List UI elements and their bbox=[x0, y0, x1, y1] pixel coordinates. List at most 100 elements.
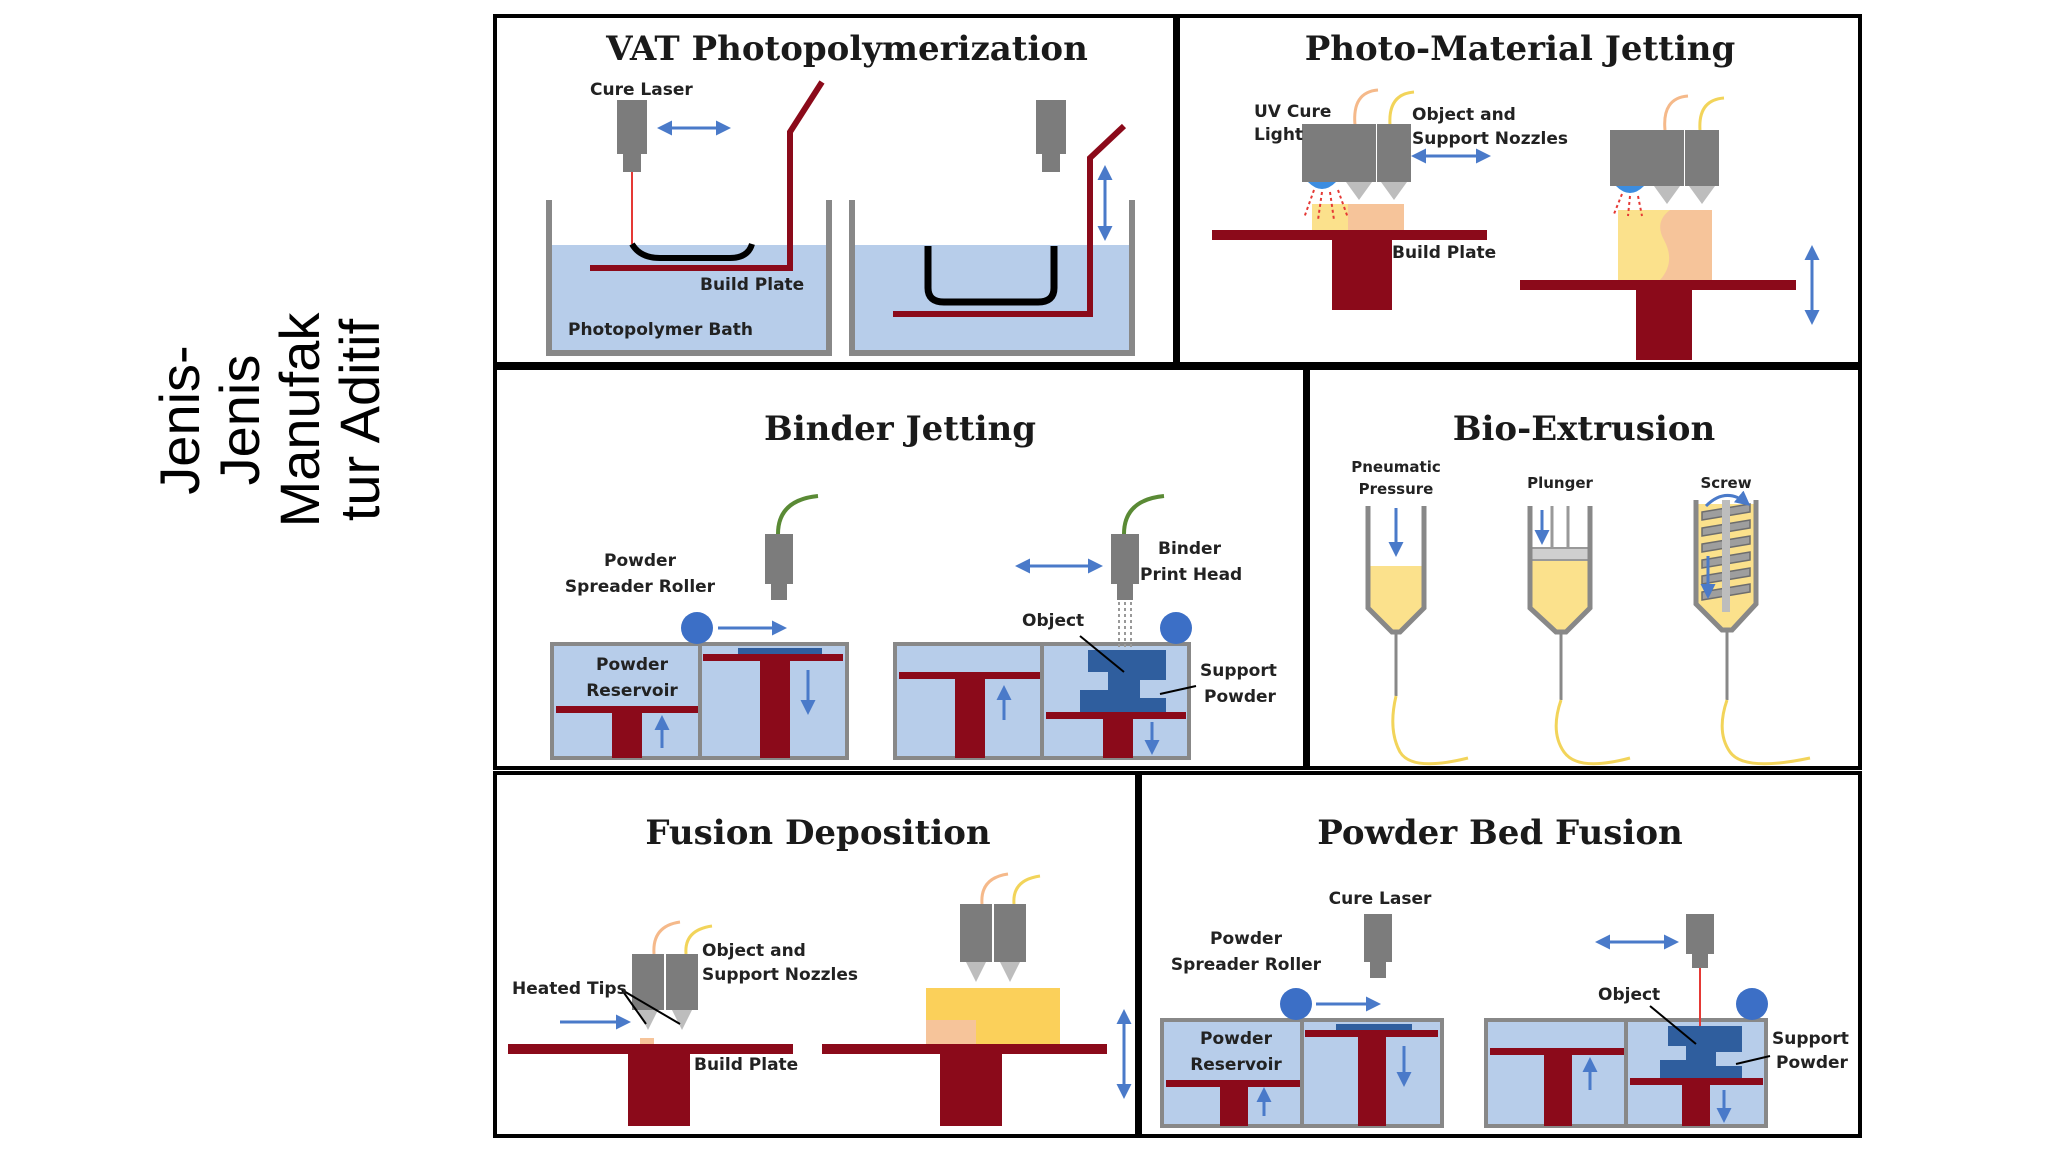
fusion-title: Fusion Deposition bbox=[645, 813, 990, 853]
jetting-nozzle-left-1 bbox=[1342, 124, 1376, 182]
jetting-obj-label-1: Object and bbox=[1412, 105, 1516, 125]
pbf-object-right bbox=[1660, 1026, 1742, 1078]
binder-object-pointer bbox=[1079, 635, 1125, 673]
panel-pbf: Powder Bed Fusion Cure Laser Powder Spre… bbox=[1160, 813, 1849, 1128]
jetting-cable-right-1 bbox=[1663, 94, 1689, 131]
binder-head-right bbox=[1111, 534, 1139, 584]
jetting-nozzle-tip-left-2 bbox=[1381, 182, 1407, 200]
bio-title: Bio-Extrusion bbox=[1453, 409, 1715, 449]
bio-screw-strand bbox=[1720, 699, 1811, 766]
pbf-laser-right bbox=[1686, 914, 1714, 954]
binder-head-label-2: Print Head bbox=[1140, 565, 1242, 585]
jetting-title: Photo-Material Jetting bbox=[1305, 29, 1736, 69]
binder-roller-left bbox=[681, 612, 713, 644]
pbf-res-plate-left bbox=[1166, 1080, 1300, 1087]
jetting-plate-right bbox=[1520, 280, 1796, 290]
jetting-nozzle-tip-right-1 bbox=[1654, 186, 1680, 204]
vat-bath-label: Photopolymer Bath bbox=[568, 320, 753, 340]
binder-res-plate-right bbox=[899, 672, 1040, 679]
vat-title: VAT Photopolymerization bbox=[605, 29, 1088, 69]
binder-cable-left bbox=[776, 494, 819, 535]
binder-object-label: Object bbox=[1022, 611, 1084, 631]
fusion-cable-left-2 bbox=[684, 924, 713, 955]
pbf-build-column-left bbox=[1358, 1037, 1386, 1126]
binder-spreader-label-1: Powder bbox=[604, 551, 677, 571]
binder-build-column-right bbox=[1103, 719, 1133, 758]
fusion-column-right bbox=[940, 1054, 1002, 1126]
pbf-res-column-right bbox=[1544, 1055, 1572, 1126]
fusion-cable-right-1 bbox=[980, 872, 1009, 905]
jetting-build-plate-label: Build Plate bbox=[1392, 243, 1496, 263]
binder-jet-drops bbox=[1118, 602, 1132, 648]
vat-container-left bbox=[546, 200, 832, 356]
jetting-uv-lamp-right bbox=[1616, 186, 1644, 193]
binder-title: Binder Jetting bbox=[764, 409, 1036, 449]
pbf-res-label-1: Powder bbox=[1200, 1029, 1273, 1049]
pbf-res-label-2: Reservoir bbox=[1190, 1055, 1282, 1075]
fusion-tip-right-2 bbox=[1000, 962, 1020, 982]
fusion-tip-left-2 bbox=[672, 1010, 692, 1030]
jetting-uv-label-1: UV Cure bbox=[1254, 102, 1331, 122]
pbf-res-plate-right bbox=[1490, 1048, 1624, 1055]
binder-cable-right bbox=[1122, 494, 1165, 535]
panel-frames bbox=[493, 14, 1862, 1138]
jetting-uv-head-right bbox=[1610, 130, 1650, 186]
fusion-object-left bbox=[640, 1038, 654, 1044]
pbf-object-label: Object bbox=[1598, 985, 1660, 1005]
binder-res-column-left bbox=[612, 713, 642, 758]
fusion-plate-left bbox=[508, 1044, 793, 1054]
pbf-object-left bbox=[1336, 1024, 1412, 1030]
binder-res-plate-left bbox=[556, 706, 698, 713]
frame-binder bbox=[493, 366, 1307, 770]
jetting-uv-label-2: Light bbox=[1254, 125, 1303, 145]
binder-build-plate-right bbox=[1046, 712, 1186, 719]
pbf-title: Powder Bed Fusion bbox=[1317, 813, 1682, 853]
fusion-cable-right-2 bbox=[1012, 874, 1041, 905]
jetting-column-left bbox=[1332, 240, 1392, 310]
binder-head-right-tip bbox=[1117, 584, 1133, 600]
vat-laser-right bbox=[1036, 100, 1066, 154]
fusion-column-left bbox=[628, 1054, 690, 1126]
panel-binder: Binder Jetting Powder Spreader Roller Po… bbox=[550, 409, 1277, 760]
pbf-build-column-right bbox=[1682, 1085, 1710, 1126]
fusion-heated-label: Heated Tips bbox=[512, 979, 627, 999]
jetting-nozzle-right-2 bbox=[1685, 130, 1719, 186]
pbf-laser-right-tip bbox=[1692, 954, 1708, 968]
fusion-nozzle-left-1 bbox=[632, 954, 664, 1010]
pbf-build-plate-left bbox=[1305, 1030, 1438, 1037]
pbf-support-label-1: Support bbox=[1772, 1029, 1849, 1049]
bio-screw-label: Screw bbox=[1700, 474, 1751, 492]
jetting-plate-left bbox=[1212, 230, 1487, 240]
jetting-cable-left-2 bbox=[1388, 90, 1415, 126]
vat-build-plate-right bbox=[893, 123, 1127, 317]
frame-pbf bbox=[1138, 771, 1862, 1138]
binder-res-label-2: Reservoir bbox=[586, 681, 678, 701]
jetting-uv-rays-left bbox=[1303, 189, 1349, 221]
binder-spreader-label-2: Spreader Roller bbox=[565, 577, 716, 597]
pbf-roller-left bbox=[1280, 988, 1312, 1020]
vat-build-plate-label: Build Plate bbox=[700, 275, 804, 295]
bio-pneu-fill bbox=[1368, 566, 1424, 632]
bio-pneu-label-1: Pneumatic bbox=[1351, 458, 1440, 476]
fusion-obj-label-2: Support Nozzles bbox=[702, 965, 858, 985]
jetting-support-left bbox=[1348, 204, 1404, 230]
jetting-uv-lamp-left bbox=[1308, 182, 1336, 189]
jetting-cable-left-1 bbox=[1353, 88, 1379, 126]
jetting-nozzle-tip-right-2 bbox=[1689, 186, 1715, 204]
pbf-roller-right bbox=[1736, 988, 1768, 1020]
pbf-build-plate-right bbox=[1630, 1078, 1763, 1085]
frame-fusion bbox=[493, 771, 1139, 1138]
jetting-column-right bbox=[1636, 290, 1692, 360]
vat-object-right bbox=[924, 246, 1058, 306]
fusion-obj-label-1: Object and bbox=[702, 941, 806, 961]
pbf-spreader-label-2: Spreader Roller bbox=[1171, 955, 1322, 975]
binder-support-label-2: Powder bbox=[1204, 687, 1277, 707]
bio-plunger-disc bbox=[1529, 547, 1591, 561]
panel-fusion: Fusion Deposition Heated Tips Object and… bbox=[508, 813, 1132, 1126]
bio-screw-shaft bbox=[1722, 500, 1730, 612]
panel-jetting: Photo-Material Jetting UV Cure Light Obj… bbox=[1212, 29, 1820, 360]
pbf-support-pointer bbox=[1735, 1055, 1771, 1065]
fusion-tip-right-1 bbox=[966, 962, 986, 982]
binder-support-label-1: Support bbox=[1200, 661, 1277, 681]
